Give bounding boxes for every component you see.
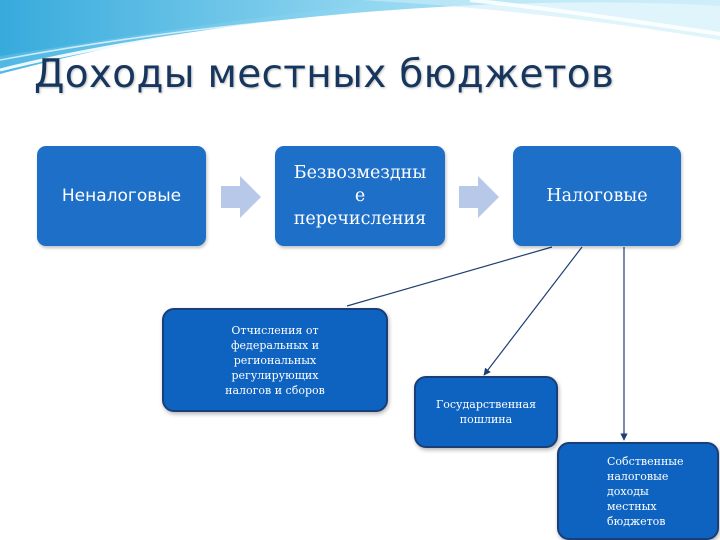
own-revenue-label-line-1: Собственные [607, 454, 684, 468]
connector-to-deductions [346, 246, 553, 307]
deductions-box: Отчисления от федеральных и региональных… [162, 308, 388, 412]
arrow-right-icon [221, 176, 261, 218]
header-wave-decoration [0, 0, 720, 74]
own-revenue-label-line-5: бюджетов [607, 514, 666, 528]
deductions-label-line-2: федеральных и [230, 338, 320, 352]
grants-label-line-2: е [354, 185, 366, 206]
state-duty-label-line-1: Государственная [435, 398, 537, 411]
deductions-label-line-4: регулирующих [231, 368, 319, 382]
deductions-label-line-3: региональных [233, 353, 317, 367]
arrow-right-icon [459, 176, 499, 218]
tax-revenue-box: Налоговые [513, 146, 681, 246]
own-revenue-label-line-2: налоговые [607, 469, 669, 483]
state-duty-label-line-2: пошлина [459, 413, 513, 426]
nontax-revenue-box: Неналоговые [37, 146, 206, 246]
grants-label-line-1: Безвозмездны [293, 162, 427, 183]
own-revenue-label-line-3: доходы [607, 484, 649, 498]
grants-label-line-3: перечисления [293, 208, 427, 229]
deductions-label-line-5: налогов и сборов [225, 383, 325, 397]
slide-title: Доходы местных бюджетов [34, 52, 615, 97]
connector-to-state-duty [483, 246, 583, 376]
state-duty-box: Государственная пошлина [414, 376, 558, 448]
nontax-revenue-label: Неналоговые [61, 186, 182, 206]
own-revenue-box: Собственные налоговые доходы местных бюд… [557, 442, 719, 540]
grants-box: Безвозмездны е перечисления [275, 146, 445, 246]
own-revenue-label-line-4: местных [607, 499, 657, 513]
deductions-label-line-1: Отчисления от [231, 323, 319, 337]
tax-revenue-label: Налоговые [546, 185, 648, 206]
